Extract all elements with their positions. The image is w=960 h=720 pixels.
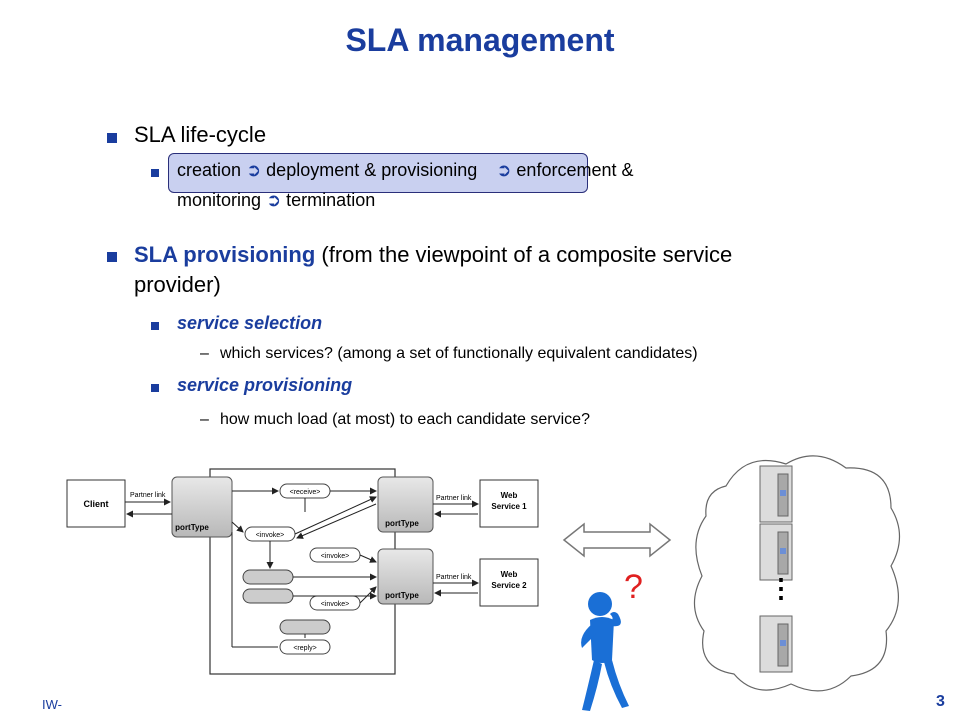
dash: – (200, 411, 209, 428)
bullet-square (151, 322, 159, 330)
port-type-box (377, 548, 434, 605)
double-arrow-icon (562, 522, 672, 558)
port-type-label: portType (385, 519, 419, 528)
page-number: 3 (936, 693, 945, 710)
server-icon (759, 615, 793, 673)
service-selection-label: service selection (177, 313, 323, 333)
arrow-icon: ➲ (496, 160, 512, 180)
service-provisioning-label: service provisioning (177, 375, 353, 395)
dash: – (200, 345, 209, 362)
client-label: Client (83, 499, 108, 509)
service-selection-detail: which services? (among a set of function… (220, 345, 698, 362)
port-type-label: portType (385, 591, 419, 600)
provisioning-heading: SLA provisioning (from the viewpoint of … (134, 242, 732, 268)
footer-label: IW- (42, 697, 62, 712)
activity-shape (242, 588, 294, 604)
server-icon (759, 465, 793, 523)
provisioning-heading-bold: SLA provisioning (134, 242, 316, 267)
provisioning-heading-line-2: provider) (134, 272, 221, 297)
bullet-square (107, 252, 117, 262)
lifecycle-line-2: monitoring ➲ termination (177, 190, 375, 211)
web-service-2-label-line-2: Service 2 (491, 581, 527, 590)
bullet-square (151, 169, 159, 177)
step-deployment: deployment & provisioning (266, 160, 478, 180)
invoke-label: <invoke> (321, 601, 349, 608)
arrow-icon: ➲ (246, 160, 262, 180)
highlight-box (168, 153, 588, 193)
reply-activity (279, 639, 331, 655)
provisioning-heading-rest: (from the viewpoint of a composite servi… (321, 242, 733, 267)
port-type-label: portType (175, 523, 209, 532)
arrow-icon: ➲ (266, 190, 282, 210)
activity-shape (279, 619, 331, 635)
web-service-2-label-line-1: Web (501, 570, 518, 579)
client-box (66, 479, 126, 528)
reply-label: <reply> (293, 645, 316, 652)
step-monitoring: monitoring (177, 190, 262, 210)
step-creation: creation (177, 160, 242, 180)
thinking-person-icon (581, 592, 629, 711)
web-service-2-box (479, 558, 539, 607)
lifecycle-line-1: creation ➲ deployment & provisioning ➲ e… (177, 160, 633, 181)
server-icon (759, 523, 793, 581)
web-service-1-box (479, 479, 539, 528)
partner-link-label: Partner link (130, 492, 166, 499)
activity-shape (242, 569, 294, 585)
bullet-square (151, 384, 159, 392)
invoke-label: <invoke> (321, 553, 349, 560)
step-enforcement: enforcement & (516, 160, 634, 180)
partner-link-label: Partner link (436, 574, 472, 581)
invoke-label: <invoke> (256, 532, 284, 539)
server-cloud (693, 455, 900, 692)
composite-service-diagram: Client portType Partner link portType po… (66, 468, 539, 675)
slide-title: SLA management (345, 22, 615, 58)
step-termination: termination (286, 190, 376, 210)
web-service-1-label-line-2: Service 1 (491, 502, 527, 511)
port-type-box (171, 476, 233, 538)
bullet-square (107, 133, 117, 143)
lifecycle-heading: SLA life-cycle (134, 122, 267, 147)
question-mark: ? (624, 568, 643, 606)
partner-link-label: Partner link (436, 495, 472, 502)
receive-label: <receive> (290, 489, 321, 496)
service-provisioning-detail: how much load (at most) to each candidat… (220, 411, 590, 428)
web-service-1-label-line-1: Web (501, 491, 518, 500)
ellipsis-icon: ⋮ (768, 573, 794, 603)
